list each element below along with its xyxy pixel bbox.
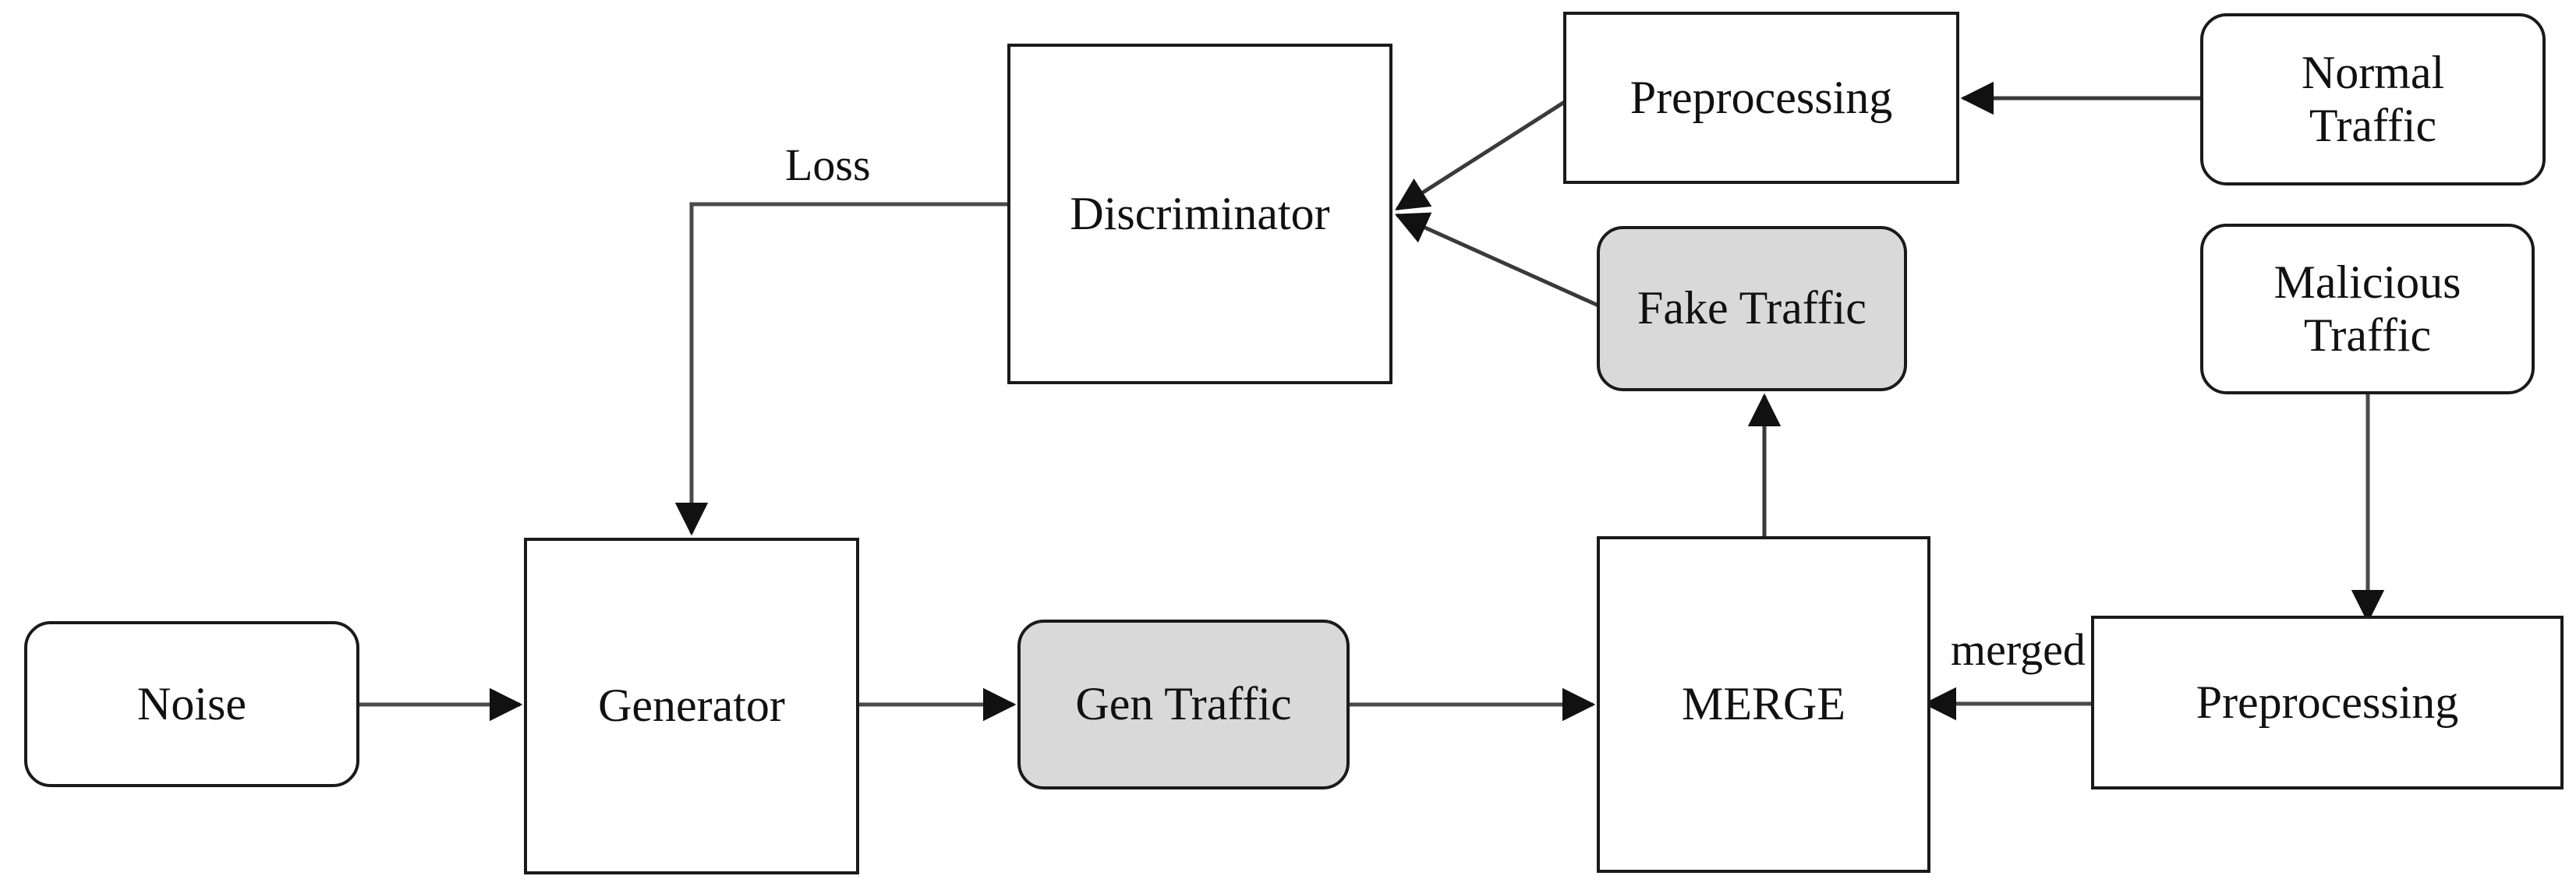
edge-fake-traffic-to-discriminator <box>1394 212 1600 308</box>
node-merge[interactable]: MERGE <box>1597 536 1930 873</box>
edge-label-merged: merged <box>1951 624 2086 675</box>
node-generator[interactable]: Generator <box>524 538 859 874</box>
node-gen-traffic[interactable]: Gen Traffic <box>1017 620 1350 789</box>
node-noise[interactable]: Noise <box>24 621 359 787</box>
node-preprocessing-top[interactable]: Preprocessing <box>1563 12 1959 184</box>
node-fake-traffic[interactable]: Fake Traffic <box>1597 226 1907 391</box>
edge-preprocessing-top-to-discriminator <box>1395 99 1567 211</box>
node-normal-traffic[interactable]: Normal Traffic <box>2200 13 2546 185</box>
node-preprocessing-bottom[interactable]: Preprocessing <box>2091 616 2564 789</box>
node-discriminator[interactable]: Discriminator <box>1007 44 1392 384</box>
edge-loss <box>674 202 1007 536</box>
node-malicious-traffic[interactable]: Malicious Traffic <box>2200 224 2535 394</box>
edge-label-loss: Loss <box>785 140 871 190</box>
